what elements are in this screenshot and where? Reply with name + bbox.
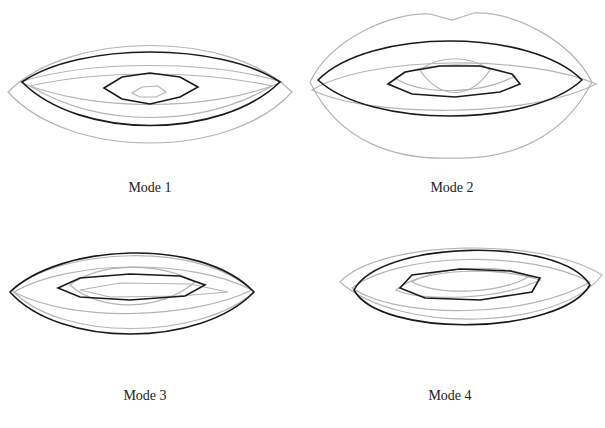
mode-caption: Mode 4	[428, 388, 471, 404]
mode-caption: Mode 1	[128, 180, 171, 196]
lip-mode-4	[340, 248, 602, 325]
mode-caption: Mode 2	[430, 180, 473, 196]
lip-mode-1	[8, 46, 292, 144]
lip-mode-2	[310, 13, 596, 158]
mode-caption: Mode 3	[123, 388, 166, 404]
lip-mode-3	[10, 253, 254, 334]
